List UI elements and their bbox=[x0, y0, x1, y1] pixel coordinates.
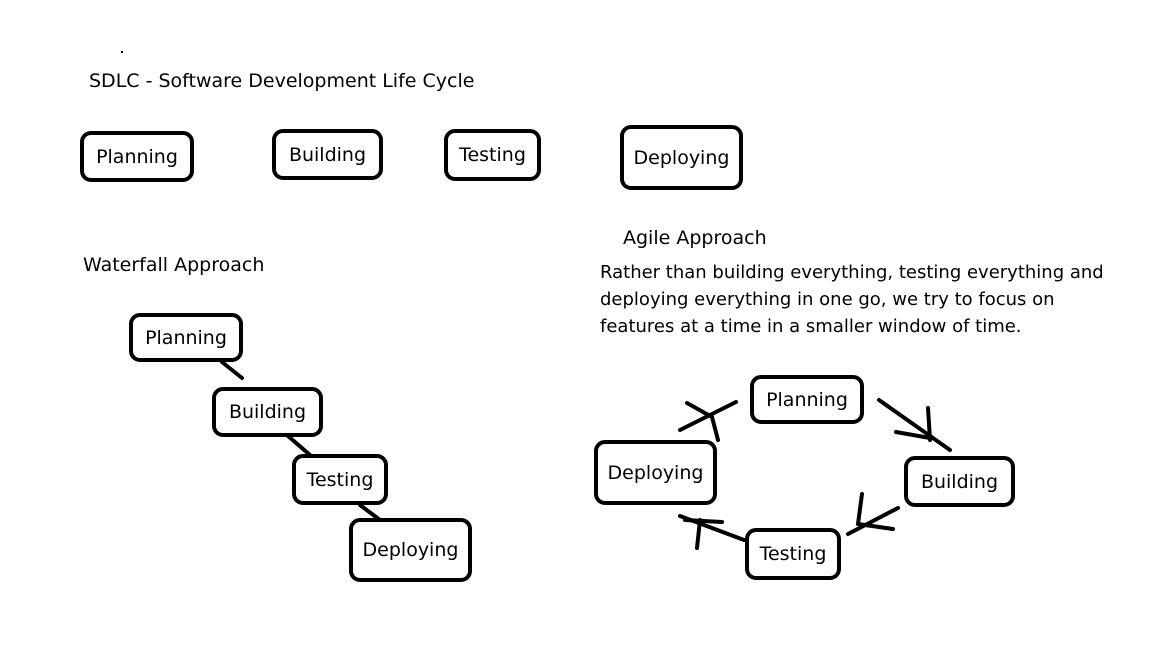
agile-step-planning-label: Planning bbox=[766, 388, 848, 411]
waterfall-step-building: Building bbox=[212, 387, 323, 437]
arrow-building-to-testing bbox=[846, 492, 900, 536]
waterfall-connector-3 bbox=[358, 503, 382, 522]
phase-deploying-box: Deploying bbox=[620, 125, 743, 190]
phase-deploying-label: Deploying bbox=[633, 146, 730, 169]
agile-description-line-3: features at a time in a smaller window o… bbox=[600, 316, 1022, 337]
agile-step-planning: Planning bbox=[750, 375, 864, 424]
agile-description-line-2: deploying everything in one go, we try t… bbox=[600, 289, 1055, 310]
stray-dot bbox=[121, 51, 123, 53]
waterfall-step-deploying-label: Deploying bbox=[362, 539, 459, 561]
waterfall-connector-2 bbox=[286, 434, 312, 457]
agile-step-testing: Testing bbox=[745, 528, 841, 580]
page-title: SDLC - Software Development Life Cycle bbox=[89, 70, 475, 92]
waterfall-step-planning-label: Planning bbox=[145, 326, 227, 349]
agile-heading: Agile Approach bbox=[623, 227, 767, 249]
waterfall-step-deploying: Deploying bbox=[349, 518, 472, 582]
waterfall-step-testing-label: Testing bbox=[306, 468, 374, 491]
phase-planning-label: Planning bbox=[96, 145, 178, 168]
agile-step-building: Building bbox=[904, 456, 1015, 507]
agile-step-building-label: Building bbox=[920, 470, 999, 493]
agile-step-testing-label: Testing bbox=[759, 543, 827, 565]
phase-planning-box: Planning bbox=[80, 131, 194, 182]
phase-testing-label: Testing bbox=[459, 144, 526, 166]
waterfall-heading: Waterfall Approach bbox=[83, 254, 265, 276]
phase-testing-box: Testing bbox=[444, 129, 541, 181]
waterfall-connector-1 bbox=[220, 360, 244, 380]
waterfall-step-planning: Planning bbox=[129, 313, 243, 362]
agile-step-deploying-label: Deploying bbox=[607, 461, 704, 484]
phase-building-box: Building bbox=[272, 129, 383, 180]
arrow-testing-to-deploying bbox=[678, 514, 746, 550]
waterfall-step-testing: Testing bbox=[292, 454, 388, 505]
arrow-deploying-to-planning bbox=[678, 400, 738, 442]
waterfall-step-building-label: Building bbox=[228, 401, 307, 423]
agile-description: Rather than building everything, testing… bbox=[600, 259, 1104, 340]
agile-description-line-1: Rather than building everything, testing… bbox=[600, 262, 1104, 283]
arrow-planning-to-building bbox=[877, 398, 952, 452]
phase-building-label: Building bbox=[288, 143, 367, 166]
agile-step-deploying: Deploying bbox=[594, 440, 717, 505]
